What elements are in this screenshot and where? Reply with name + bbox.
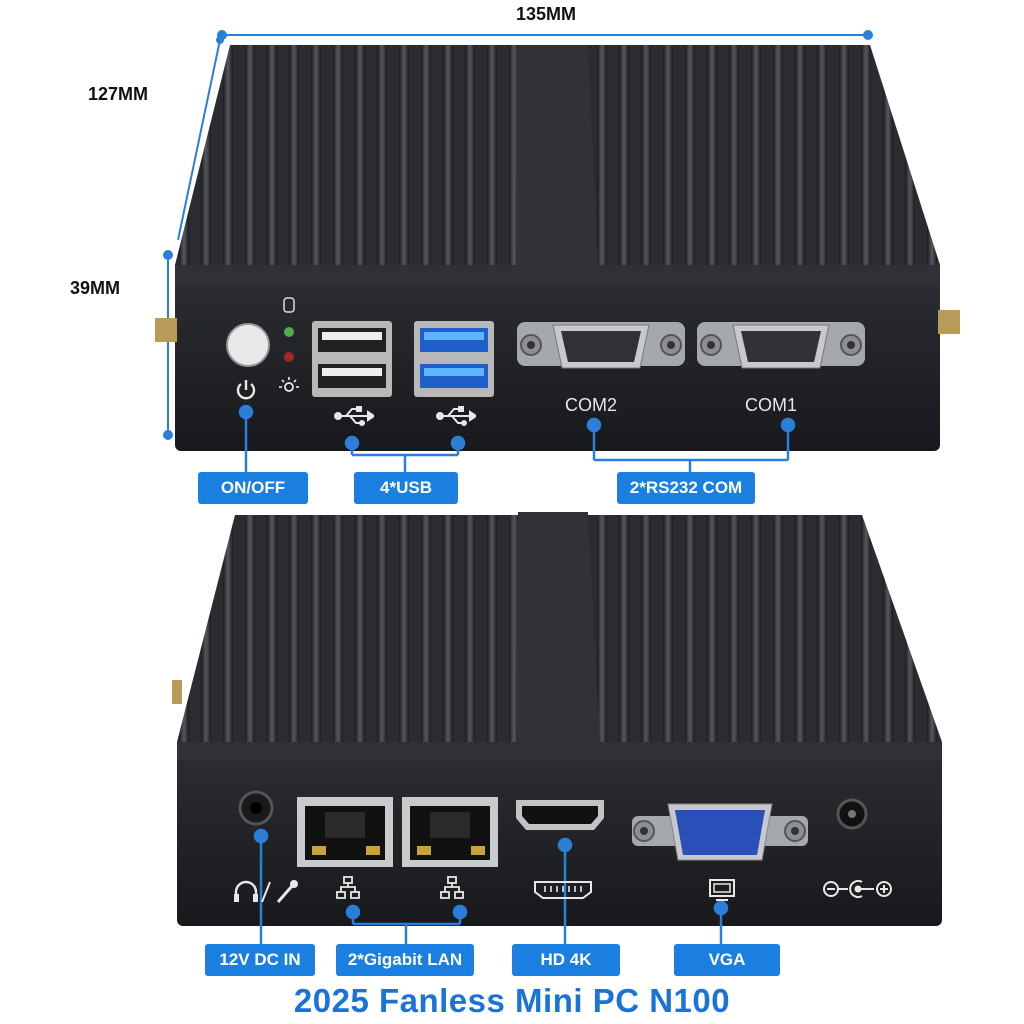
hdmi-icon xyxy=(534,881,592,899)
onoff-tag: ON/OFF xyxy=(198,472,308,504)
lan-tag: 2*Gigabit LAN xyxy=(336,944,474,976)
vga-icon xyxy=(709,879,735,901)
height-dimension: 39MM xyxy=(70,278,121,298)
product-title: 2025 Fanless Mini PC N100 xyxy=(293,982,731,1019)
power-icon xyxy=(236,380,256,400)
lan-icon xyxy=(336,876,360,899)
lan-icon xyxy=(440,876,464,899)
vga-tag: VGA xyxy=(674,944,780,976)
usb-icon xyxy=(334,406,374,426)
dc-polarity-icon xyxy=(823,880,892,898)
power-button xyxy=(226,323,270,367)
hdmi-tag: HD 4K xyxy=(512,944,620,976)
width-dimension: 135MM xyxy=(516,4,577,24)
usb-icon xyxy=(436,406,476,426)
com2-label: COM2 xyxy=(565,395,618,415)
depth-dimension: 127MM xyxy=(88,84,149,104)
power-led-icon xyxy=(279,377,299,392)
usb-tag: 4*USB xyxy=(354,472,458,504)
headphone-mic-icon xyxy=(234,880,298,903)
com1-label: COM1 xyxy=(745,395,798,415)
dcin-tag: 12V DC IN xyxy=(205,944,315,976)
com-tag: 2*RS232 COM xyxy=(617,472,755,504)
